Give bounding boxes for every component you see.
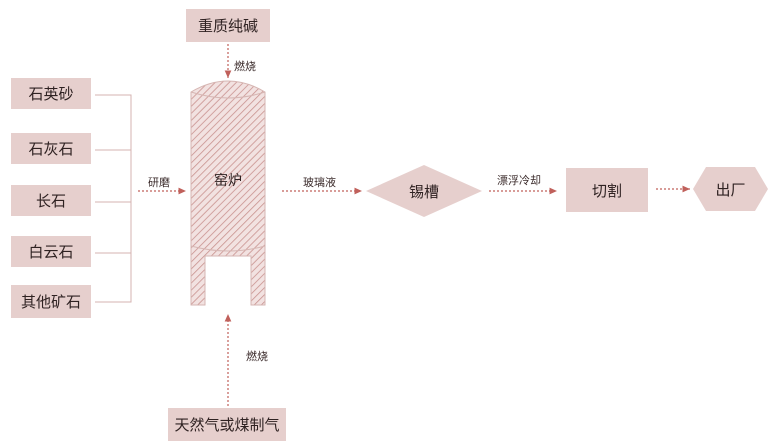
raw-material-label: 长石 — [35, 192, 66, 210]
furnace-bottom-rim — [190, 245, 266, 252]
furnace-body — [190, 80, 266, 306]
raw-material-label: 石灰石 — [28, 140, 74, 158]
raw-material-box: 石英砂 — [11, 78, 91, 109]
output-shape — [693, 167, 768, 211]
liquid-label: 玻璃液 — [303, 176, 336, 189]
tin-bath-shape — [366, 165, 482, 217]
cutting-box: 切割 — [566, 168, 648, 212]
furnace-label: 窑炉 — [214, 173, 242, 189]
raw-material-box: 其他矿石 — [11, 285, 91, 318]
output-label: 出厂 — [715, 180, 746, 199]
raw-material-label: 石英砂 — [28, 85, 74, 103]
tin-bath-label: 锡槽 — [408, 182, 439, 201]
raw-material-box: 石灰石 — [11, 133, 91, 164]
raw-material-label: 其他矿石 — [20, 293, 81, 311]
raw-material-box: 白云石 — [11, 236, 91, 267]
bottom-burn-label: 燃烧 — [246, 350, 268, 363]
raw-material-box: 长石 — [11, 185, 91, 216]
grind-label: 研磨 — [148, 176, 170, 189]
float-cool-label: 漂浮冷却 — [497, 174, 541, 187]
raw-materials-bracket — [95, 94, 132, 303]
furnace-top-rim — [190, 91, 266, 99]
bottom-input-label: 天然气或煤制气 — [174, 416, 280, 434]
top-input-box: 重质纯碱 — [186, 9, 270, 42]
raw-material-label: 白云石 — [28, 243, 74, 261]
cutting-label: 切割 — [591, 181, 622, 200]
bottom-input-box: 天然气或煤制气 — [168, 408, 286, 441]
top-burn-label: 燃烧 — [234, 60, 256, 73]
top-input-label: 重质纯碱 — [197, 17, 258, 35]
